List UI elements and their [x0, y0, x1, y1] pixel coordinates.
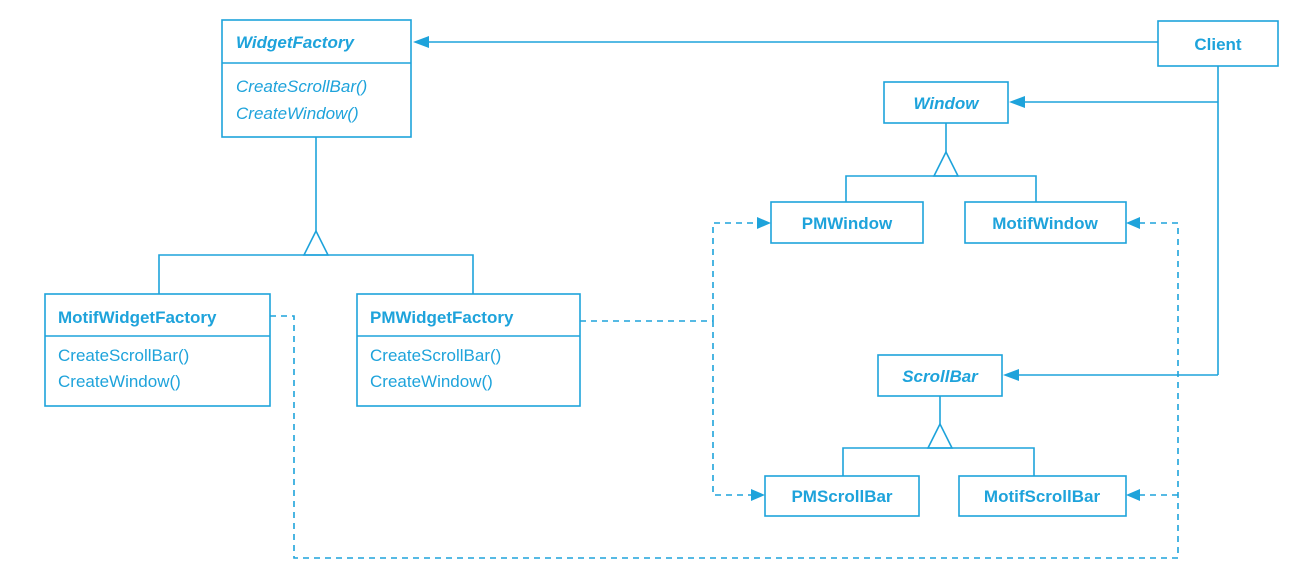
pm-widget-factory-op-create-scrollbar: CreateScrollBar(): [370, 346, 501, 365]
motif-factory-creates-motifscrollbar-arrowhead: [1126, 489, 1140, 501]
widget-factory-inheritance-triangle: [302, 229, 330, 256]
widget-factory-class: WidgetFactory CreateScrollBar() CreateWi…: [221, 19, 412, 138]
motif-window-name: MotifWindow: [992, 214, 1098, 233]
motif-widget-factory-op-create-scrollbar: CreateScrollBar(): [58, 346, 189, 365]
window-class: Window: [883, 81, 1009, 124]
motif-scrollbar-class: MotifScrollBar: [958, 475, 1127, 517]
motif-window-class: MotifWindow: [964, 201, 1127, 244]
pm-factory-creates-pmscrollbar-arrowhead: [751, 489, 765, 501]
window-subclass-branch: [845, 175, 1037, 202]
window-inheritance-triangle: [932, 150, 960, 177]
widget-factory-op-create-window: CreateWindow(): [236, 104, 359, 123]
motif-factory-creates-line: [270, 223, 1179, 559]
pm-scrollbar-class: PMScrollBar: [764, 475, 920, 517]
pm-widget-factory-name: PMWidgetFactory: [370, 308, 514, 327]
client-to-scrollbar-arrowhead: [1003, 369, 1019, 381]
scrollbar-class: ScrollBar: [877, 354, 1003, 397]
widget-factory-name: WidgetFactory: [236, 33, 355, 52]
motif-widget-factory-name: MotifWidgetFactory: [58, 308, 217, 327]
scrollbar-name: ScrollBar: [902, 367, 979, 386]
motif-widget-factory-op-create-window: CreateWindow(): [58, 372, 181, 391]
motif-widget-factory-class: MotifWidgetFactory CreateScrollBar() Cre…: [44, 293, 271, 407]
pm-factory-creates-pmwindow-arrowhead: [757, 217, 771, 229]
widget-factory-subclass-branch: [158, 254, 474, 294]
pm-widget-factory-class: PMWidgetFactory CreateScrollBar() Create…: [356, 293, 581, 407]
pm-scrollbar-name: PMScrollBar: [791, 487, 892, 506]
pm-window-class: PMWindow: [770, 201, 924, 244]
pm-factory-creates-pmwindow-line: [712, 222, 757, 321]
pm-window-name: PMWindow: [802, 214, 893, 233]
scrollbar-subclass-branch: [842, 447, 1035, 476]
window-name: Window: [914, 94, 981, 113]
motif-scrollbar-name: MotifScrollBar: [984, 487, 1101, 506]
motif-factory-creates-motifwindow-arrowhead: [1126, 217, 1140, 229]
pm-factory-creates-pmscrollbar-line: [712, 321, 751, 496]
client-name: Client: [1194, 35, 1242, 54]
widget-factory-op-create-scrollbar: CreateScrollBar(): [236, 77, 367, 96]
client-to-widget-factory-arrowhead: [413, 36, 429, 48]
scrollbar-inheritance-triangle: [926, 422, 954, 449]
pm-widget-factory-op-create-window: CreateWindow(): [370, 372, 493, 391]
client-class: Client: [1157, 20, 1279, 67]
client-to-window-arrowhead: [1009, 96, 1025, 108]
